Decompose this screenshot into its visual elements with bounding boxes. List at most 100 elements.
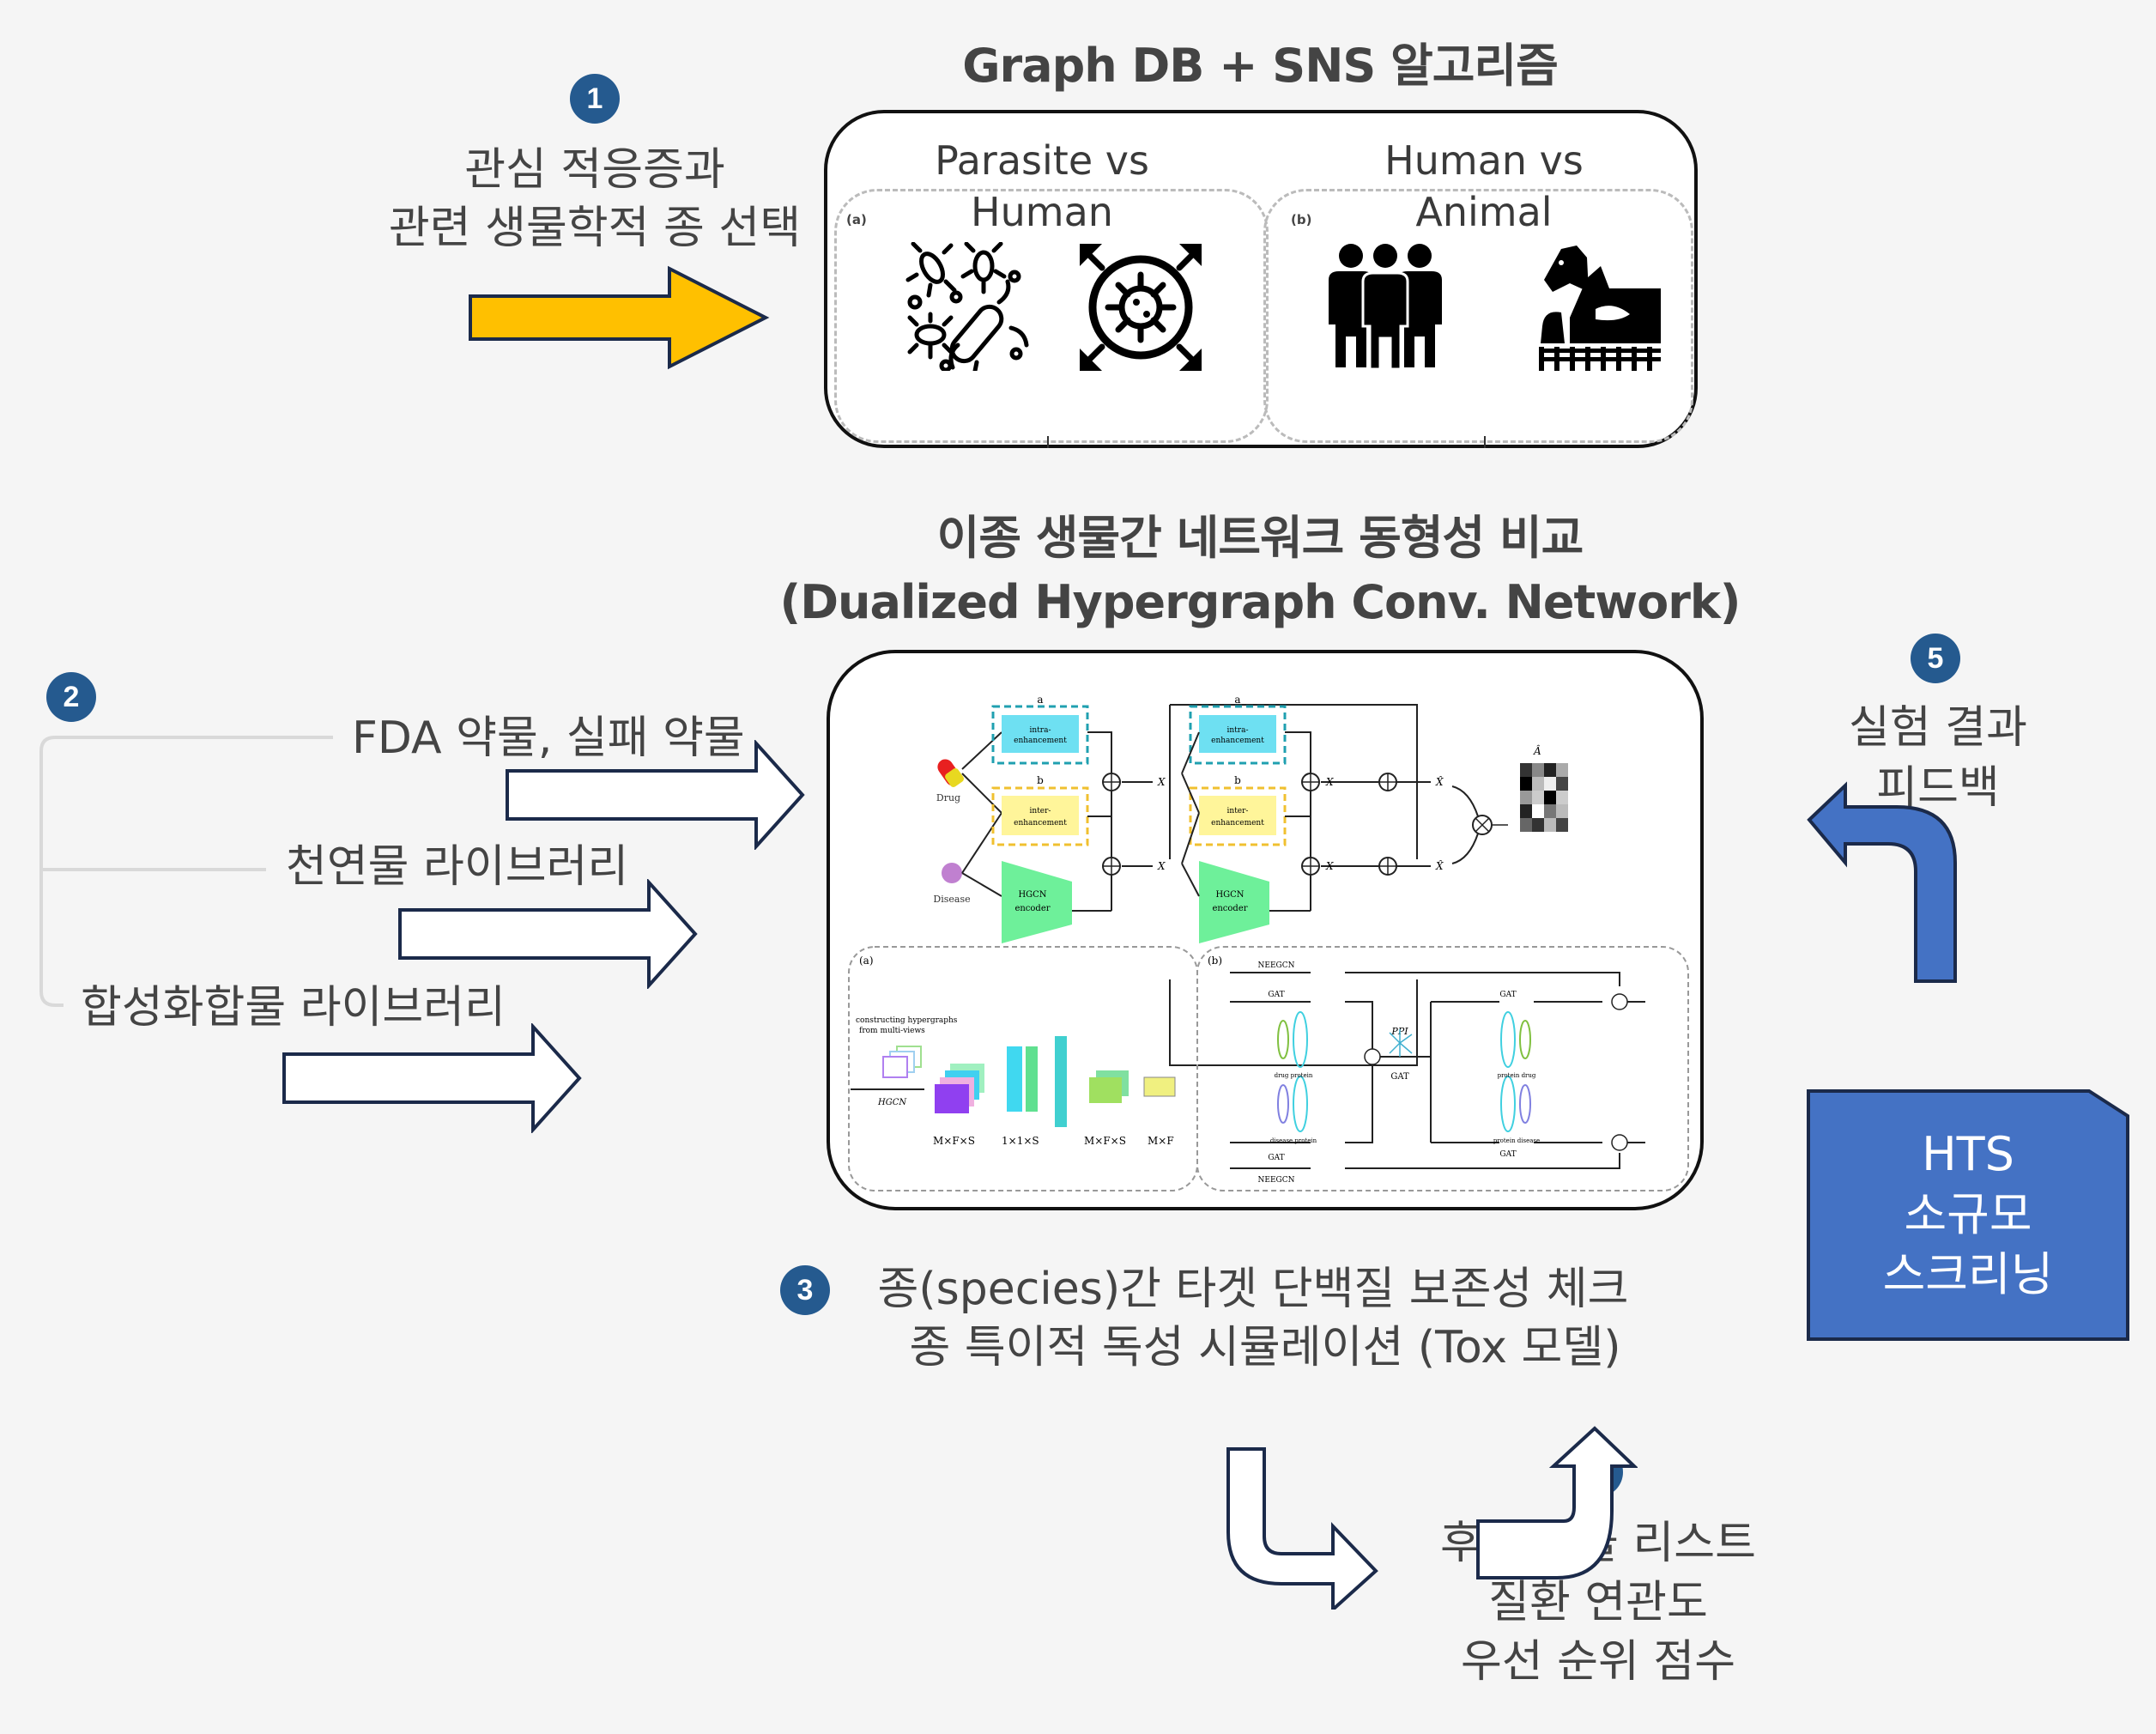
step-3-number: 3 [796, 1273, 814, 1307]
panel-a-heading-1: Parasite vs [935, 137, 1149, 184]
step-3-line-1: 종(species)간 타겟 단백질 보존성 체크 [877, 1264, 1629, 1315]
svg-text:a: a [1037, 694, 1043, 706]
feedback-curved-arrow [1807, 781, 1957, 983]
right-up-bent-arrow [1476, 1426, 1638, 1579]
svg-text:enhancement: enhancement [1014, 819, 1067, 828]
panel-b-frame [1263, 189, 1693, 443]
svg-text:NEEGCN: NEEGCN [1258, 1176, 1295, 1185]
step-5-line-2: 피드백 [1876, 762, 2000, 814]
svg-text:inter-: inter- [1030, 807, 1051, 815]
svg-text:(b): (b) [1208, 955, 1222, 967]
bacteria-icon [905, 242, 1029, 371]
drug-label: Drug [936, 792, 960, 803]
library-fda-drugs: FDA 약물, 실패 약물 [352, 712, 745, 764]
svg-text:GAT: GAT [1268, 1154, 1284, 1162]
svg-text:a: a [1234, 694, 1240, 706]
svg-text:enhancement: enhancement [1211, 737, 1264, 745]
svg-text:enhancement: enhancement [1014, 737, 1067, 745]
step-1-line-2: 관련 생물학적 종 선택 [388, 203, 802, 254]
step-3-badge: 3 [780, 1265, 830, 1315]
panel-b-connector [1484, 436, 1486, 448]
svg-text:intra-: intra- [1226, 726, 1248, 735]
svg-text:b: b [1234, 774, 1241, 786]
svg-text:X̂: X̂ [1435, 775, 1444, 788]
disease-virus-icon [942, 863, 962, 883]
library-synthetic-compounds: 합성화합물 라이브러리 [81, 982, 506, 1034]
svg-text:X: X [1157, 776, 1166, 788]
svg-text:encoder: encoder [1212, 904, 1247, 913]
panel-b-heading-1: Human vs [1384, 137, 1584, 184]
middle-title-line-2: (Dualized Hypergraph Conv. Network) [779, 575, 1741, 629]
step-1-number: 1 [586, 82, 603, 115]
step-1-line-1: 관심 적응증과 [464, 144, 725, 196]
middle-title-line-1: 이종 생물간 네트워크 동형성 비교 [936, 511, 1584, 565]
panel-a-frame [834, 189, 1269, 443]
svg-text:b: b [1037, 774, 1044, 786]
species-comparison-panel: (a) (b) Parasite vs Human Human vs Anima… [824, 110, 1698, 448]
svg-text:M×F×S: M×F×S [1084, 1135, 1126, 1147]
panel-b-tag: (b) [1291, 212, 1312, 227]
svg-text:HGCN: HGCN [1215, 890, 1244, 900]
farm-animals-icon [1539, 246, 1661, 371]
fda-input-arrow [506, 740, 805, 850]
step-2-badge: 2 [46, 672, 96, 722]
svg-text:HGCN: HGCN [1018, 890, 1046, 900]
svg-text:X: X [1157, 860, 1166, 872]
svg-text:constructing hypergraphs: constructing hypergraphs [856, 1016, 958, 1025]
svg-text:GAT: GAT [1390, 1072, 1409, 1082]
svg-text:drug protein: drug protein [1275, 1072, 1313, 1079]
svg-text:GAT: GAT [1268, 991, 1284, 999]
step-5-line-1: 실험 결과 [1849, 702, 2027, 754]
association-matrix [1520, 763, 1568, 832]
virus-spread-icon [1080, 244, 1202, 371]
hts-line-2: 소규모 [1904, 1187, 2032, 1241]
people-group-icon [1329, 244, 1442, 371]
svg-text:M×F×S: M×F×S [933, 1135, 975, 1147]
svg-text:(a): (a) [859, 955, 874, 967]
hts-box-shape [1807, 1089, 2129, 1341]
svg-text:HGCN: HGCN [877, 1098, 907, 1107]
output-matrix-label: Â [1533, 744, 1541, 757]
natural-input-arrow [398, 879, 698, 989]
hts-line-1: HTS [1922, 1127, 2014, 1181]
svg-text:from multi-views: from multi-views [859, 1027, 925, 1035]
panel-a-tag: (a) [846, 212, 867, 227]
hts-screening-box: HTS 소규모 스크리닝 [1806, 1125, 2130, 1313]
svg-text:X̂: X̂ [1435, 859, 1444, 872]
synthetic-input-arrow [282, 1023, 582, 1133]
step-3-line-2: 종 특이적 독성 시뮬레이션 (Tox 모델) [909, 1322, 1621, 1373]
drug-pill-icon [937, 759, 964, 787]
disease-label: Disease [933, 894, 970, 905]
svg-text:encoder: encoder [1014, 904, 1050, 913]
svg-text:GAT: GAT [1499, 991, 1516, 999]
top-section-title: Graph DB + SNS 알고리즘 [962, 39, 1559, 93]
svg-text:disease protein: disease protein [1270, 1137, 1317, 1144]
svg-text:1×1×S: 1×1×S [1002, 1135, 1039, 1147]
svg-text:X: X [1325, 860, 1334, 872]
svg-text:intra-: intra- [1029, 726, 1051, 735]
panel-a-heading-2: Human [971, 189, 1113, 235]
svg-text:protein disease: protein disease [1493, 1137, 1540, 1144]
dhcn-diagram-panel: Drug Disease a intra- enhancement b inte… [827, 650, 1704, 1210]
step-5-badge: 5 [1911, 634, 1960, 683]
hts-line-3: 스크리닝 [1882, 1247, 2054, 1301]
step-1-badge: 1 [570, 74, 620, 124]
svg-text:protein drug: protein drug [1498, 1072, 1536, 1079]
step-4-line-3: 우선 순위 점수 [1460, 1636, 1736, 1688]
step-4-line-2: 질환 연관도 [1488, 1577, 1708, 1628]
svg-text:GAT: GAT [1499, 1150, 1516, 1159]
svg-text:enhancement: enhancement [1211, 819, 1264, 828]
library-natural-products: 천연물 라이브러리 [286, 841, 629, 893]
down-right-bent-arrow [1226, 1447, 1378, 1610]
svg-text:M×F: M×F [1148, 1135, 1174, 1147]
step-2-number: 2 [63, 680, 80, 713]
panel-b-heading-2: Animal [1415, 189, 1553, 235]
library-bracket [39, 736, 333, 1007]
step-5-number: 5 [1927, 641, 1944, 675]
panel-a-connector [1047, 436, 1049, 448]
dhcn-architecture-diagram: Drug Disease a intra- enhancement b inte… [848, 694, 1689, 1191]
yellow-right-arrow [469, 265, 770, 370]
svg-text:NEEGCN: NEEGCN [1258, 961, 1295, 970]
svg-text:X: X [1325, 776, 1334, 788]
svg-text:inter-: inter- [1227, 807, 1249, 815]
